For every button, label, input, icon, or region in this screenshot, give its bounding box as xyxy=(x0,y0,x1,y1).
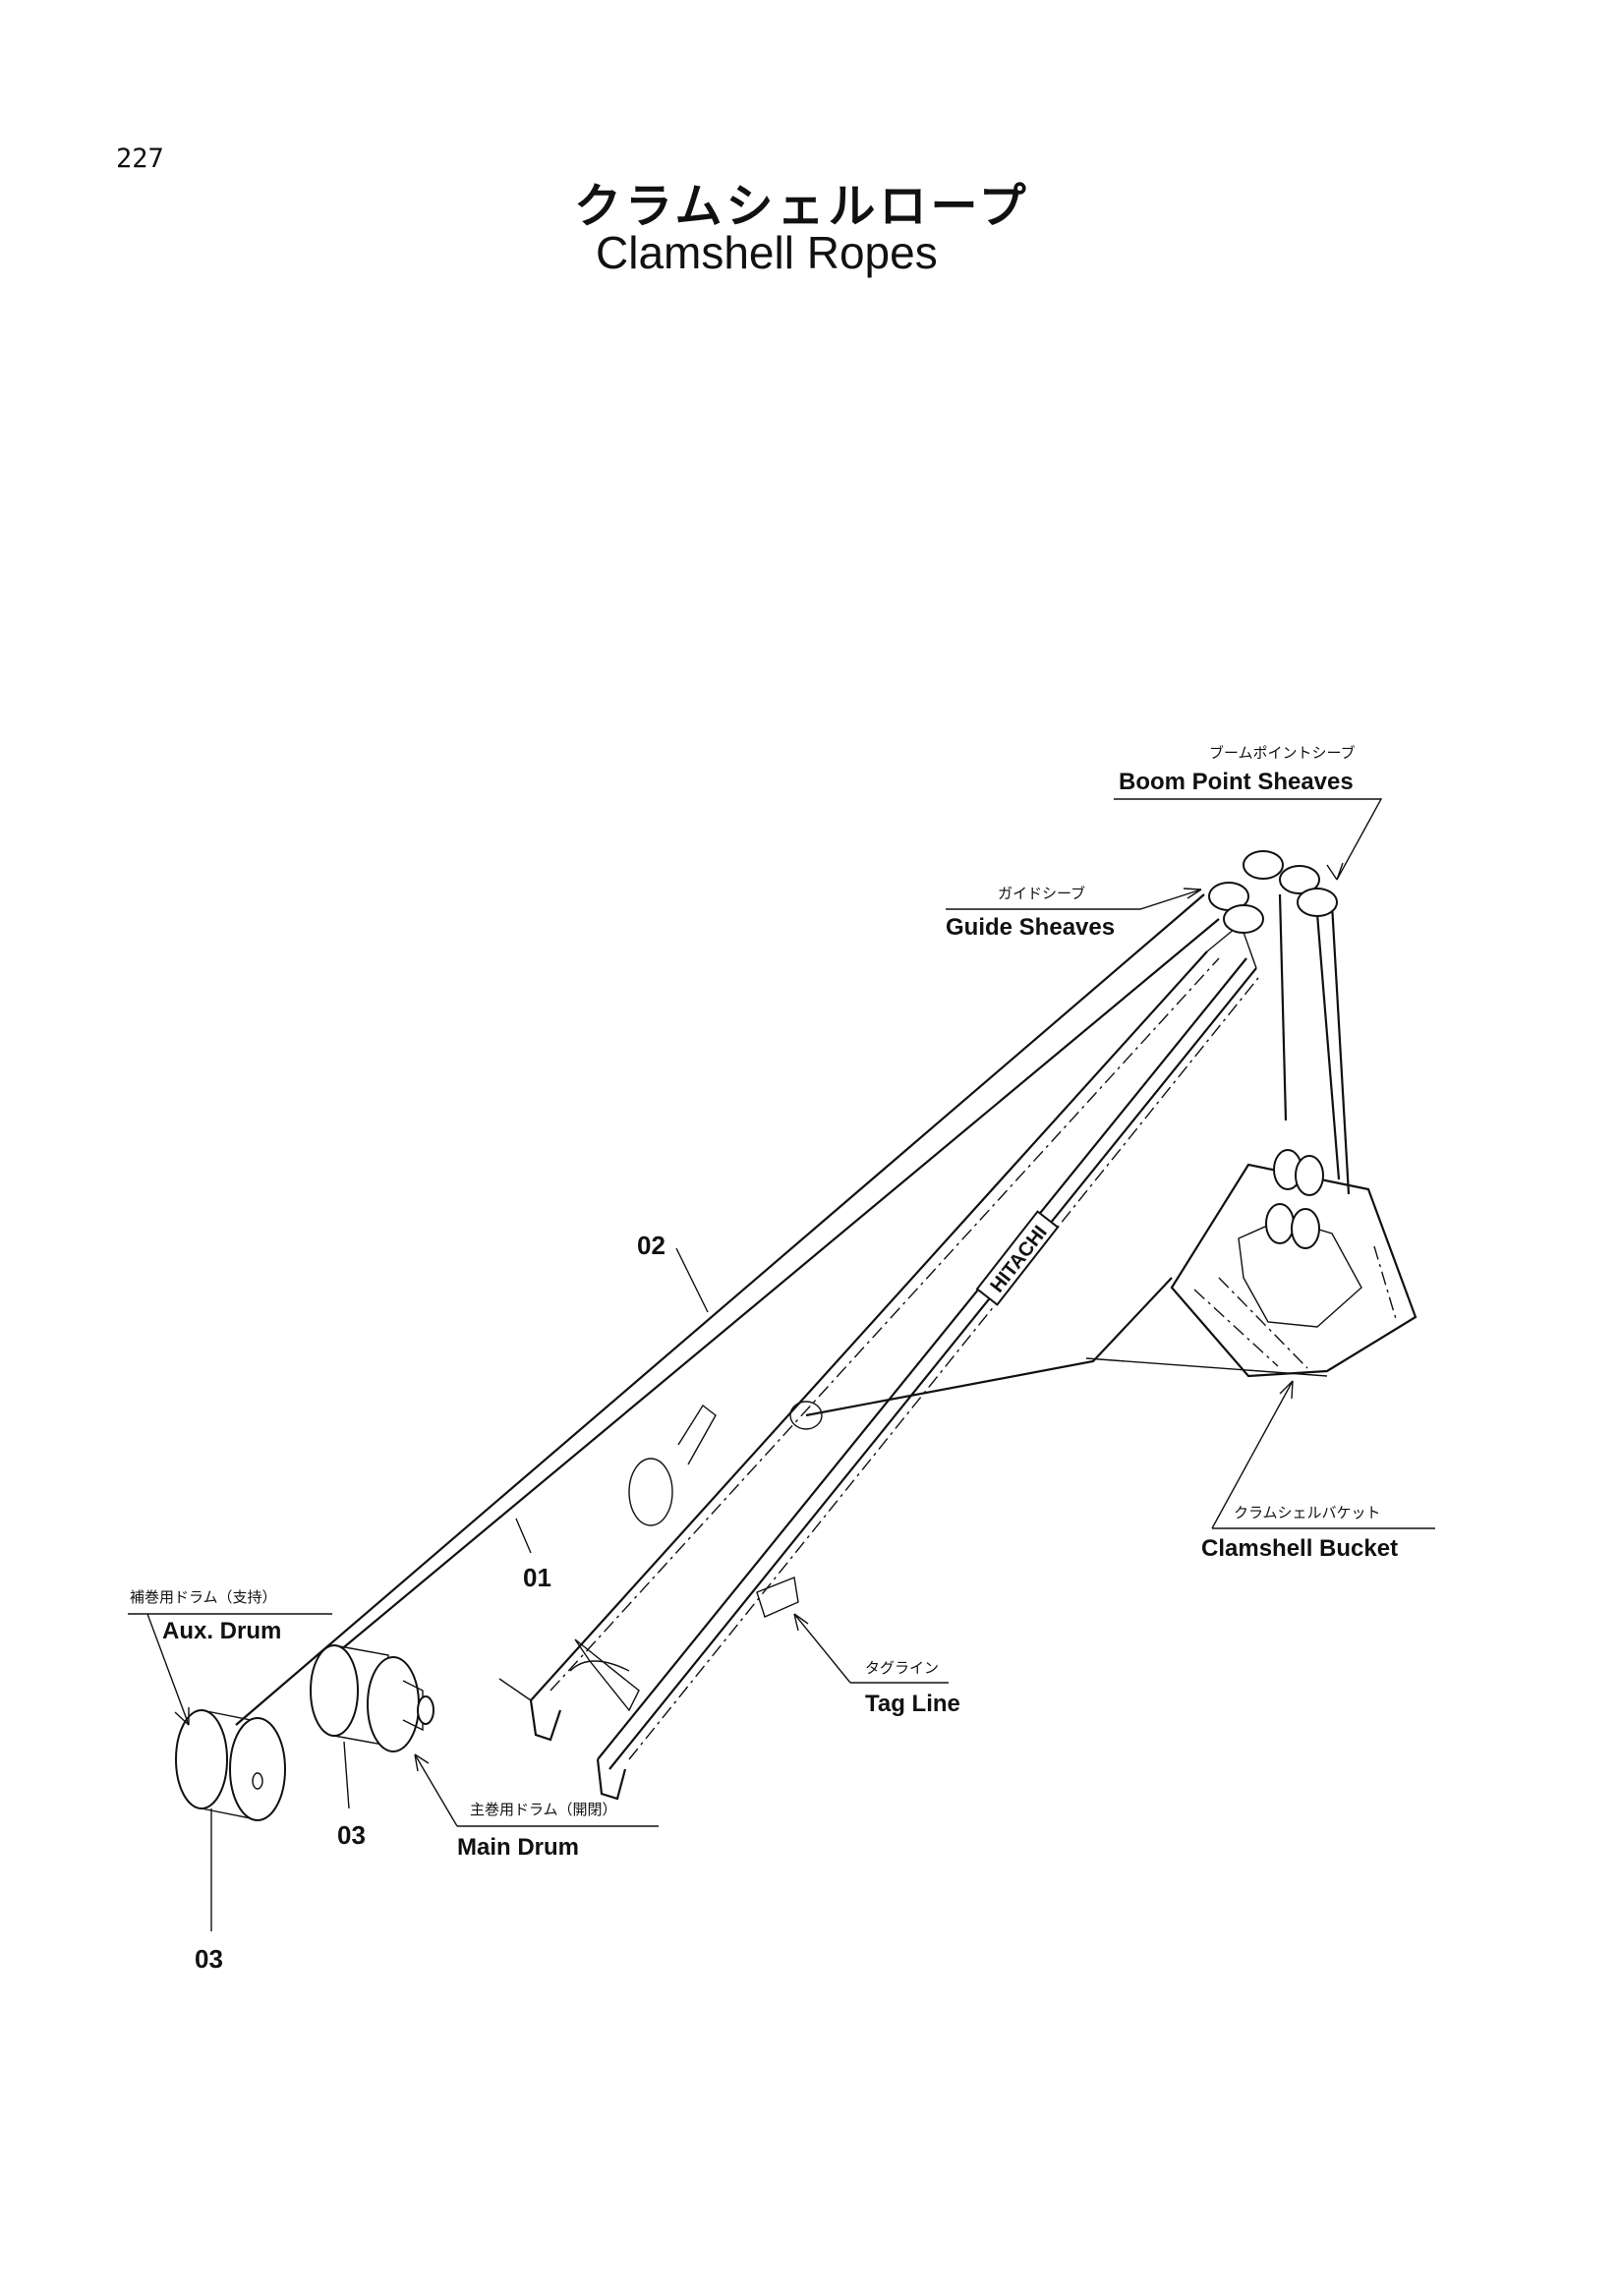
main-drum xyxy=(310,1644,434,1752)
part-number-03-main: 03 xyxy=(337,1820,366,1850)
clamshell-bucket xyxy=(1170,1149,1418,1378)
boom-point-sheaves xyxy=(1208,850,1338,934)
hitachi-plate xyxy=(975,1210,1060,1306)
label-aux-drum-jp: 補巻用ドラム（支持） xyxy=(130,1588,277,1606)
boom: HITACHI xyxy=(498,922,1259,1801)
ropes xyxy=(235,889,1351,1726)
label-boom-point-sheaves-jp: ブームポイントシーブ xyxy=(1209,744,1356,762)
rope-02 xyxy=(235,893,1205,1726)
label-tag-line-en: Tag Line xyxy=(865,1691,960,1717)
label-main-drum-en: Main Drum xyxy=(457,1834,580,1861)
page-title-jp: クラムシェルロープ xyxy=(574,179,1030,234)
leader-lines xyxy=(128,798,1435,1931)
rope-01 xyxy=(338,918,1220,1652)
part-number-02: 02 xyxy=(637,1231,665,1260)
label-boom-point-sheaves-en: Boom Point Sheaves xyxy=(1119,769,1354,795)
page-number: 227 xyxy=(116,144,164,174)
label-main-drum-jp: 主巻用ドラム（開閉） xyxy=(470,1801,617,1818)
page-title-en: Clamshell Ropes xyxy=(596,227,938,278)
part-number-01: 01 xyxy=(523,1563,551,1592)
aux-drum xyxy=(175,1709,286,1821)
part-number-03-aux: 03 xyxy=(195,1944,223,1974)
label-guide-sheaves-jp: ガイドシーブ xyxy=(998,885,1086,902)
label-tag-line-jp: タグライン xyxy=(865,1659,940,1677)
label-aux-drum-en: Aux. Drum xyxy=(162,1618,282,1644)
label-guide-sheaves-en: Guide Sheaves xyxy=(946,914,1116,941)
label-clamshell-bucket-jp: クラムシェルバケット xyxy=(1234,1504,1381,1521)
hitachi-plate-text: HITACHI xyxy=(986,1222,1051,1296)
label-clamshell-bucket-en: Clamshell Bucket xyxy=(1201,1535,1399,1562)
